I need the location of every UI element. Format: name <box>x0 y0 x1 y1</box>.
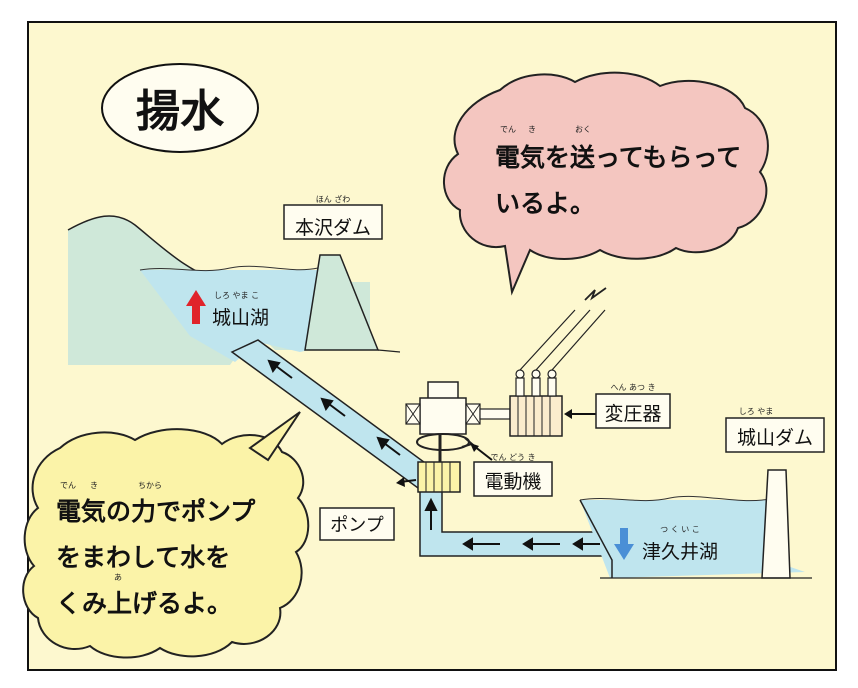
shiroyama-lake-ruby: しろ やま こ <box>214 291 259 300</box>
bubble-top-ruby-ki: き <box>528 125 536 134</box>
shiroyama-dam-ruby: しろ やま <box>739 407 774 416</box>
transformer <box>509 395 563 437</box>
power-lines <box>519 287 607 371</box>
tsukui-lake-ruby: つ く い こ <box>660 525 700 534</box>
transformer-ruby: へん あつ き <box>610 383 655 392</box>
pump-label: ポンプ <box>330 515 383 536</box>
arrow-down-icon <box>614 528 634 560</box>
bubble-top-ruby-den: でん <box>500 125 516 134</box>
insulators <box>515 369 557 397</box>
bubble-top-ruby-oku: おく <box>575 125 591 134</box>
motor-ruby: でん どう き <box>490 453 535 462</box>
speech-bubble-top <box>443 71 769 296</box>
transformer-label-box <box>595 393 671 429</box>
speech-bubble-left <box>22 428 310 659</box>
bubble-top-line2: いるよ。 <box>495 189 595 218</box>
bubble-left-ruby-den: でん <box>60 481 76 490</box>
shiroyama-dam-label-box <box>725 417 825 453</box>
pump-label-box <box>319 507 395 541</box>
honzawa-dam-ruby: ほん ざわ <box>316 194 351 204</box>
honzawa-dam-label: 本沢ダム <box>295 217 371 239</box>
honzawa-dam-label-box <box>283 204 383 240</box>
pump-body <box>417 461 461 493</box>
shiroyama-dam-label: 城山ダム <box>737 427 813 449</box>
bubble-left-tail <box>248 411 301 462</box>
shiroyama-lake-water <box>140 270 352 362</box>
bubble-left-line1: 電気の力でポンプ <box>56 497 256 526</box>
title-oval <box>101 63 259 153</box>
tsukui-lake-water <box>580 500 805 578</box>
motor-label-box <box>473 461 553 497</box>
bubble-left-ruby-chikara: ちから <box>138 481 162 490</box>
bubble-left-line2: をまわして水を <box>56 543 230 572</box>
bubble-top-line1: 電気を送ってもらって <box>495 143 741 172</box>
arrow-up-icon <box>186 290 206 324</box>
page-title: 揚水 <box>136 86 225 137</box>
flow-arrows <box>267 359 600 551</box>
motor-label: 電動機 <box>484 471 541 493</box>
transformer-label: 変圧器 <box>604 403 661 425</box>
tsukui-lake-label: 津久井湖 <box>642 541 718 563</box>
bubble-left-ruby-a: あ <box>114 573 122 582</box>
honzawa-dam-wall <box>304 254 380 351</box>
bubble-left-line3: くみ上げるよ。 <box>56 589 232 618</box>
shiroyama-lake-label: 城山湖 <box>212 307 269 329</box>
motor-body <box>419 397 467 435</box>
lake-surface-line <box>139 265 319 272</box>
bubble-left-ruby-ki: き <box>90 481 98 490</box>
